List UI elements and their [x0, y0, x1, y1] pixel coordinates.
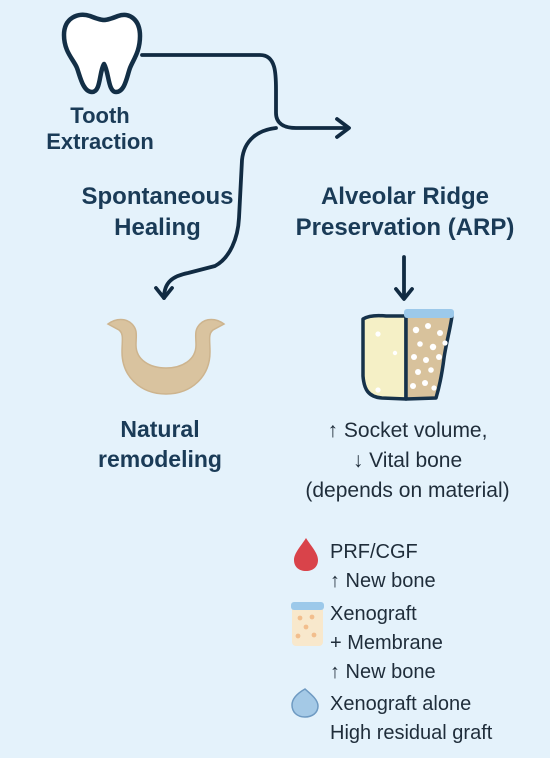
arrow-to-spontaneous [162, 126, 278, 300]
arrow-to-arp [140, 53, 348, 130]
arp-outcome-label: ↑ Socket volume, ↓ Vital bone (depends o… [305, 419, 510, 502]
tooth-extraction-label: Tooth Extraction [46, 103, 154, 154]
arrow-to-arp-head [335, 117, 351, 139]
flow-arrows [140, 53, 414, 301]
legend-xenograft-alone: Xenograft alone High residual graft [330, 693, 493, 744]
arrow-down-arp-head [394, 287, 414, 301]
spontaneous-healing-title: Spontaneous Healing [81, 183, 234, 241]
preserved-socket-icon [361, 309, 454, 401]
blood-drop-icon [294, 538, 318, 571]
arp-title: Alveolar Ridge Preservation (ARP) [295, 183, 515, 241]
natural-remodeling-label: Natural remodeling [98, 416, 222, 472]
blue-drop-icon [291, 688, 319, 718]
graft-jar-icon [291, 602, 324, 646]
legend-prf-cgf: PRF/CGF ↑ New bone [330, 541, 436, 592]
arrow-to-spontaneous-head [154, 286, 174, 300]
tooth-icon [61, 12, 143, 95]
legend-xenograft-membrane: Xenograft + Membrane ↑ New bone [330, 603, 443, 683]
alveolar-socket-icon [106, 318, 226, 395]
